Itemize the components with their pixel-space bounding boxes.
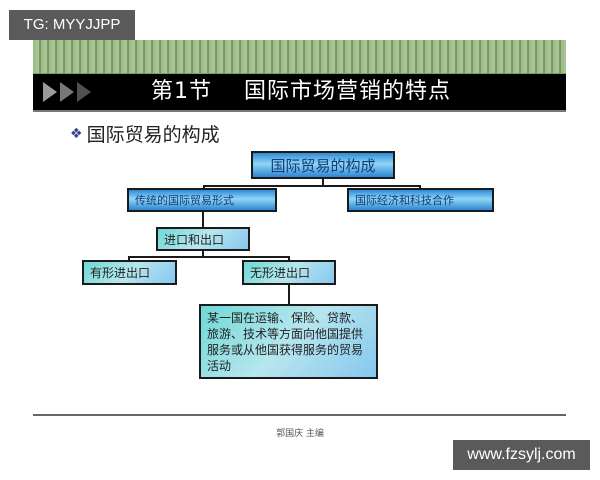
node-label: 传统的国际贸易形式	[135, 194, 234, 207]
footer-divider	[33, 414, 566, 416]
play-arrow-icon	[60, 82, 74, 102]
slide-title: 第1节 国际市场营销的特点	[151, 79, 451, 104]
node-label: 进口和出口	[164, 232, 225, 247]
description-text: 某一国在运输、保险、贷款、旅游、技术等方面向他国提供服务或从他国获得服务的贸易活…	[207, 311, 364, 373]
connector-line	[322, 178, 324, 186]
diagram-node-economic-cooperation: 国际经济和科技合作	[347, 188, 494, 212]
connector-line	[288, 284, 290, 305]
arrow-group	[43, 82, 94, 102]
connector-line	[202, 250, 204, 257]
connector-line	[203, 185, 421, 187]
connector-line	[128, 256, 290, 258]
play-arrow-icon	[43, 82, 57, 102]
diagram-node-intangible: 无形进出口	[242, 260, 336, 285]
diagram-node-tangible: 有形进出口	[82, 260, 177, 285]
title-bar: 第1节 国际市场营销的特点	[33, 74, 566, 112]
play-arrow-icon	[77, 82, 91, 102]
footer-author: 郭国庆 主编	[276, 429, 324, 439]
connector-line	[128, 256, 130, 262]
diagram-root-node: 国际贸易的构成	[251, 151, 395, 179]
diagram-root-label: 国际贸易的构成	[270, 156, 376, 175]
subheading: ❖ 国际贸易的构成	[70, 120, 220, 147]
connector-line	[202, 211, 204, 230]
diamond-bullet-icon: ❖	[70, 125, 83, 142]
subheading-text: 国际贸易的构成	[86, 124, 220, 146]
header-stripe-decoration	[33, 40, 566, 75]
diagram-node-traditional-trade: 传统的国际贸易形式	[127, 188, 277, 212]
diagram-description-box: 某一国在运输、保险、贷款、旅游、技术等方面向他国提供服务或从他国获得服务的贸易活…	[199, 304, 378, 379]
node-label: 国际经济和科技合作	[355, 194, 454, 207]
node-label: 无形进出口	[250, 266, 311, 280]
watermark-top: TG: MYYJJPP	[9, 10, 135, 40]
diagram-node-import-export: 进口和出口	[156, 227, 250, 251]
connector-line	[288, 256, 290, 262]
node-label: 有形进出口	[90, 266, 151, 280]
watermark-bottom: www.fzsylj.com	[453, 440, 590, 470]
